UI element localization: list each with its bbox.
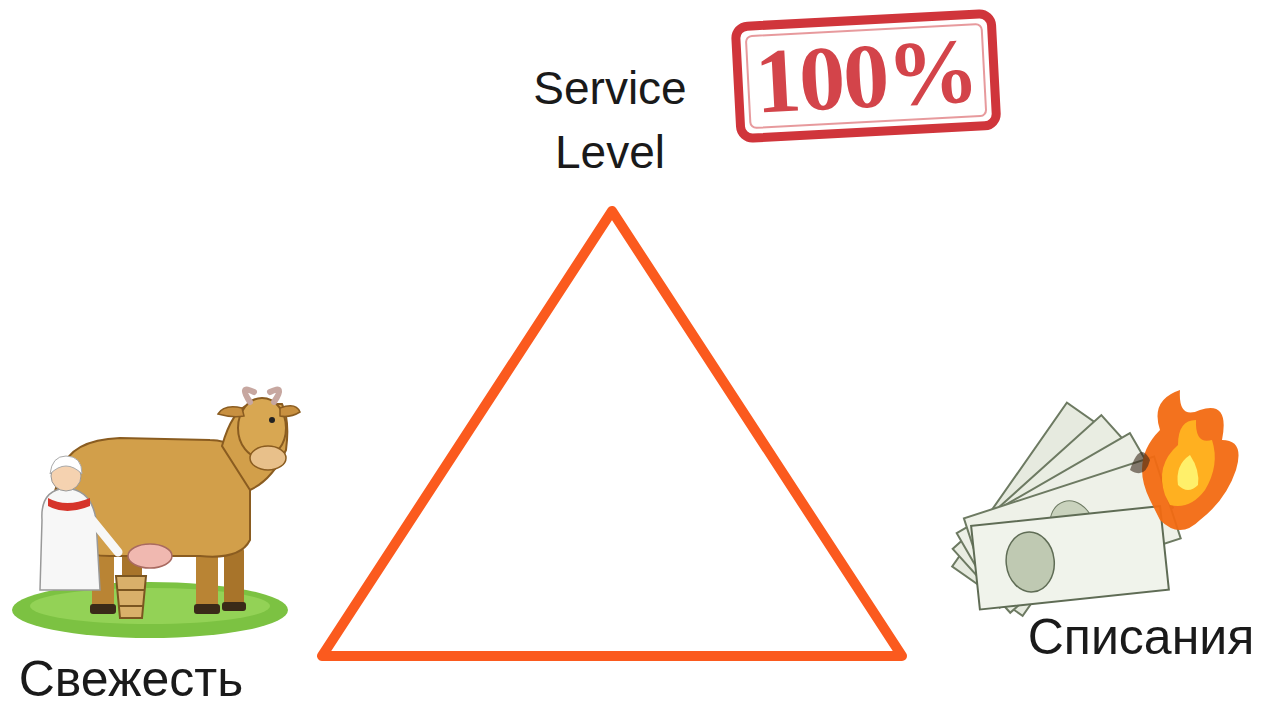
cow-illustration bbox=[12, 390, 300, 638]
stamp-frame bbox=[735, 13, 997, 138]
triangle bbox=[322, 211, 902, 656]
corner-label: Service Level bbox=[505, 56, 715, 184]
corner-label: Списания bbox=[1010, 608, 1272, 666]
corner-label: Свежесть bbox=[0, 650, 262, 708]
stamp-text: 100% bbox=[735, 13, 997, 138]
burning-money bbox=[952, 390, 1238, 616]
